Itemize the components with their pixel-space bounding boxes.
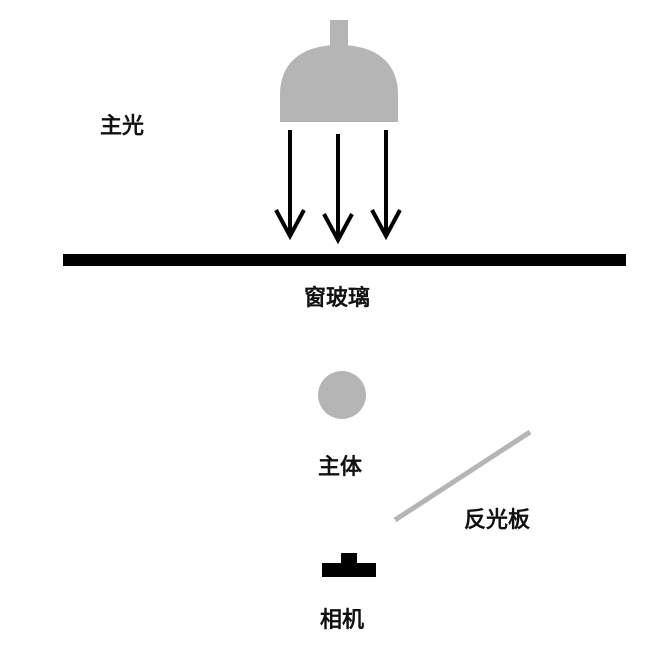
subject-circle <box>318 371 366 419</box>
subject-label: 主体 <box>318 455 363 480</box>
light-ray-arrowhead <box>370 209 402 241</box>
window-glass-bar <box>63 254 626 266</box>
window-glass-label: 窗玻璃 <box>304 286 371 311</box>
camera-label: 相机 <box>320 608 365 633</box>
reflector-label: 反光板 <box>464 508 531 533</box>
camera-icon <box>322 553 376 577</box>
light-ray-arrowhead <box>274 209 306 241</box>
light-ray-arrowhead <box>322 213 354 245</box>
light-rays <box>274 130 402 245</box>
pendant-lamp-icon <box>280 20 398 122</box>
reflector-board <box>393 429 532 523</box>
key-light-label: 主光 <box>100 114 145 139</box>
